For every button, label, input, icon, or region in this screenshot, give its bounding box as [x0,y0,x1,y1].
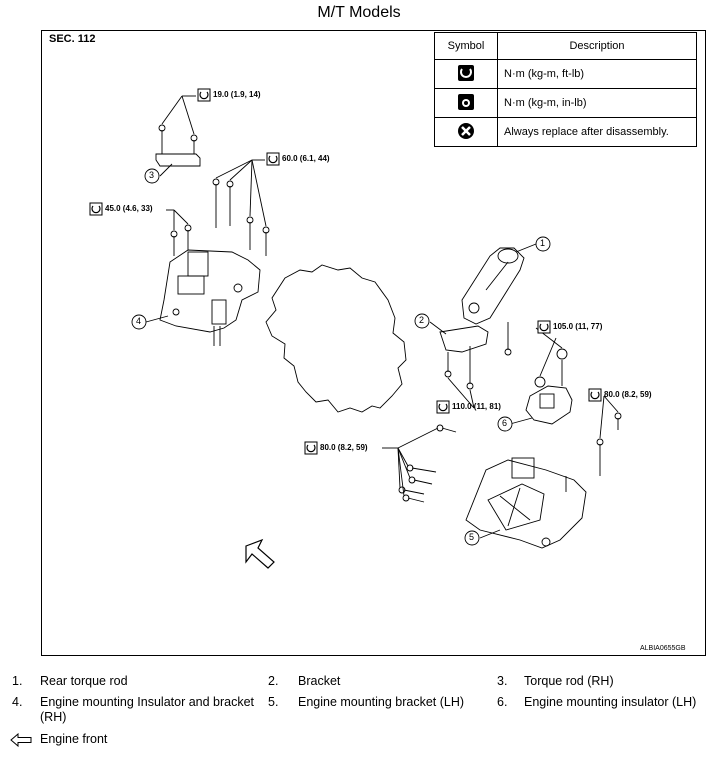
callout-circle-6 [497,416,513,432]
callout-circle-2 [414,313,430,329]
symbol-description: Always replace after disassembly. [497,117,697,147]
rear-torque-rod [461,247,525,325]
legend-num: 6. [497,695,508,709]
callout-2: 2 [419,315,425,325]
symbol-description: N·m (kg-m, ft-lb) [497,59,697,89]
torque-label: 60.0 (6.1, 44) [282,154,330,163]
section-label: SEC. 112 [49,33,96,45]
legend-num: 1. [12,674,23,688]
callout-1: 1 [540,238,546,248]
mount-bracket-rh [159,249,261,333]
callout-circle-5 [464,530,480,546]
arrow-left-icon [10,732,32,750]
engine-front-arrow-icon [245,538,275,569]
replace-x-icon [434,117,498,147]
mount-insulator-lh [525,385,573,425]
legend-label: Engine front [40,732,108,746]
torque-rod-rh [155,153,201,167]
bracket [439,325,489,353]
callout-circle-1 [535,236,551,252]
symbol-table: Symbol Description N·m (kg-m, ft-lb) N·m… [434,32,697,147]
torque-label: 105.0 (11, 77) [553,322,603,331]
legend-label: Engine mounting bracket (LH) [298,695,465,709]
torque-wrench-filled-icon [434,88,498,118]
legend-label: Engine mounting Insulator and bracket (R… [40,695,255,724]
torque-label: 80.0 (8.2, 59) [320,443,368,452]
torque-wrench-icon [434,59,498,89]
page-title: M/T Models [317,4,401,21]
callout-6: 6 [502,418,508,428]
legend-label: Engine mounting insulator (LH) [524,695,697,709]
callout-3: 3 [149,170,155,180]
symbol-description: N·m (kg-m, in-lb) [497,88,697,118]
callout-circle-3 [144,168,160,184]
torque-label: 80.0 (8.2, 59) [604,390,652,399]
legend-label: Bracket [298,674,341,688]
figure-id: ALBIA0655GB [640,645,686,652]
engine-outline [265,264,407,413]
diagram-frame [41,30,706,656]
legend-num: 4. [12,695,23,709]
torque-label: 45.0 (4.6, 33) [105,204,153,213]
legend-num: 5. [268,695,279,709]
callout-5: 5 [469,532,475,542]
mount-bracket-lh [465,459,587,549]
torque-label: 19.0 (1.9, 14) [213,90,261,99]
legend-label: Rear torque rod [40,674,128,688]
legend-num: 2. [268,674,279,688]
torque-label: 110.0 (11, 81) [452,402,501,411]
legend-label: Torque rod (RH) [524,674,614,688]
legend-num: 3. [497,674,508,688]
callout-4: 4 [136,316,142,326]
description-header: Description [497,32,697,60]
callout-circle-4 [131,314,147,330]
symbol-header: Symbol [434,32,498,60]
